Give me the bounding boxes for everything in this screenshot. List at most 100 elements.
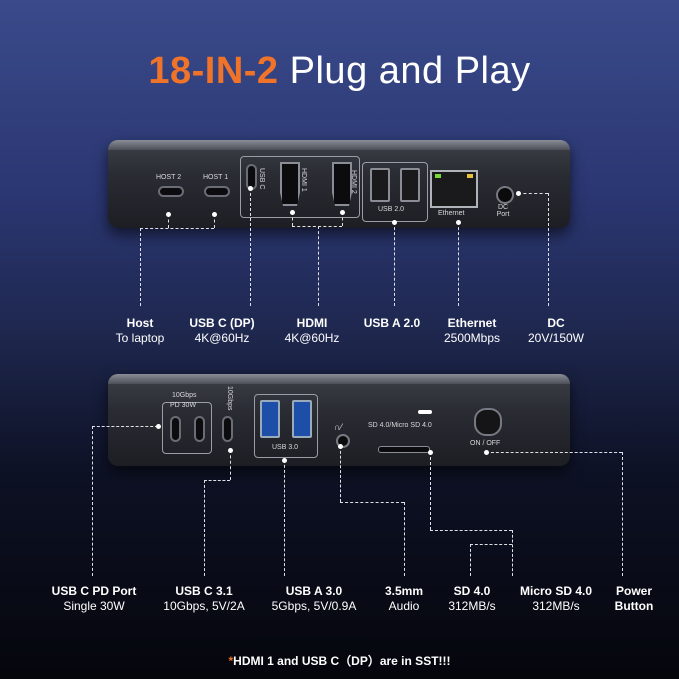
leader-host-v: [140, 228, 141, 306]
usb30-port-2: [292, 400, 312, 438]
usbc-dp-label: USB C: [258, 168, 265, 190]
leader-usba30-dot: [282, 458, 287, 463]
leader-audio-dot: [338, 444, 343, 449]
leader-usba30-v: [284, 460, 285, 576]
leader-audio-v1: [340, 446, 341, 502]
pd-ports-frame: [162, 402, 212, 454]
leader-usbc31-v2: [204, 480, 205, 576]
footnote-star: *: [228, 654, 234, 668]
pd-port-1: [170, 416, 181, 442]
host1-port: [204, 186, 230, 197]
leader-dc-dot: [516, 191, 521, 196]
dc-port: [496, 186, 514, 204]
leader-eth-v: [458, 222, 459, 306]
leader-power-h: [486, 452, 622, 453]
hdmi2-label: HDMI 2: [350, 170, 357, 194]
bottom-device: 10Gbps PD 30W 10Gbps USB 3.0 ∩⁄ SD 4.0/M…: [108, 374, 570, 466]
leader-host-h: [140, 228, 214, 229]
usb30-port-1: [260, 400, 280, 438]
video-ports-frame: [240, 156, 360, 218]
device-top-edge: [108, 374, 570, 384]
leader-hdmi-dot2: [340, 210, 345, 215]
leader-power-v: [622, 452, 623, 576]
usbc31-port: [222, 416, 233, 442]
leader-usba-v: [394, 222, 395, 306]
headset-icon: ∩⁄: [334, 422, 342, 432]
ethernet-port: [430, 170, 478, 208]
leader-host-stub1: [168, 214, 169, 228]
leader-usbc31-h: [204, 480, 230, 481]
leader-audio-h: [340, 502, 404, 503]
leader-audio-v2: [404, 502, 405, 576]
leader-usbc-v: [250, 188, 251, 306]
leader-hdmi-stub1: [292, 212, 293, 226]
leader-eth-dot: [456, 220, 461, 225]
host2-label: HOST 2: [156, 174, 182, 181]
power-label: ON / OFF: [470, 440, 501, 447]
usb20-label: USB 2.0: [378, 206, 405, 213]
footnote: *HDMI 1 and USB C（DP）are in SST!!!: [0, 652, 679, 669]
leader-sd-dot: [428, 450, 433, 455]
micro-sd-indicator: [418, 410, 432, 414]
leader-usbc31-v1: [230, 450, 231, 480]
dc-port-label: DC Port: [496, 204, 510, 218]
leader-usbc31-dot: [228, 448, 233, 453]
usb20-port-2: [400, 168, 420, 202]
leader-usba-dot: [392, 220, 397, 225]
leader-sd-v3: [512, 530, 513, 576]
leader-dc-v: [548, 193, 549, 306]
ethernet-led-right: [467, 174, 473, 178]
leader-sd-v2: [470, 544, 471, 576]
leader-hdmi-stub2: [342, 212, 343, 226]
usb30-frame: [254, 394, 318, 458]
footnote-text: HDMI 1 and USB C（DP）are in SST!!!: [233, 654, 451, 668]
usb20-port-1: [370, 168, 390, 202]
leader-dc-h: [518, 193, 548, 194]
sd-slot: [378, 446, 430, 453]
top-device: HOST 2 HOST 1 USB C HDMI 1 HDMI 2 USB 2.…: [108, 140, 570, 228]
callout-usba20: USB A 2.0: [363, 316, 421, 330]
leader-hdmi-h: [292, 226, 342, 227]
host1-label: HOST 1: [203, 174, 229, 181]
callout-usbc-dp: USB C (DP)4K@60Hz: [189, 316, 255, 345]
leader-sd-v1: [430, 452, 431, 530]
hdmi1-label: HDMI 1: [300, 168, 307, 192]
pd-group-line1: 10Gbps: [172, 392, 197, 399]
hdmi2-port: [332, 162, 352, 206]
leader-host-dot2: [212, 212, 217, 217]
leader-pd-dot: [156, 424, 161, 429]
hdmi1-port: [280, 162, 300, 206]
leader-host-stub2: [214, 214, 215, 228]
leader-pd-h: [92, 426, 158, 427]
leader-hdmi-dot1: [290, 210, 295, 215]
leader-hdmi-v: [318, 226, 319, 306]
ethernet-label: Ethernet: [438, 210, 465, 217]
power-button: [474, 408, 502, 436]
pd-port-2: [194, 416, 205, 442]
host2-port: [158, 186, 184, 197]
leader-host-dot1: [166, 212, 171, 217]
pd-group-line2: PD 30W: [170, 402, 197, 409]
sd-label: SD 4.0/Micro SD 4.0: [368, 422, 432, 429]
ethernet-led-left: [435, 174, 441, 178]
title-accent: 18-IN-2: [148, 50, 279, 92]
page-title: 18-IN-2 Plug and Play: [0, 50, 679, 93]
leader-power-dot: [484, 450, 489, 455]
leader-pd-v: [92, 426, 93, 576]
title-rest: Plug and Play: [289, 50, 531, 92]
leader-sd-h2: [470, 544, 512, 545]
device-top-edge: [108, 140, 570, 150]
leader-usbc-dot: [248, 186, 253, 191]
usbc31-label: 10Gbps: [226, 386, 233, 411]
